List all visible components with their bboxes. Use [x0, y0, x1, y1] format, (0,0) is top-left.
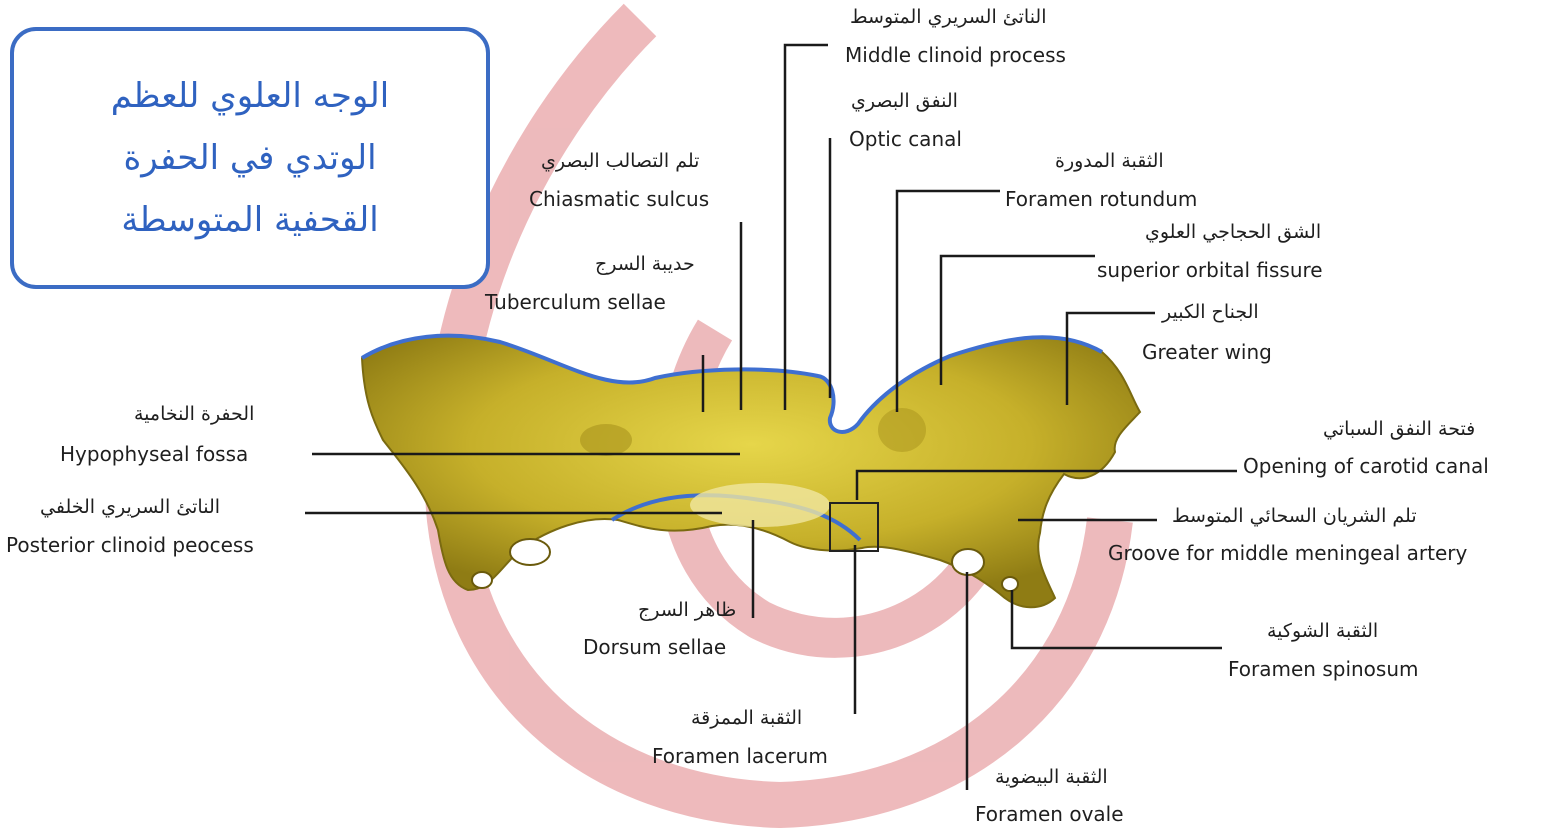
optic-canal-en: Optic canal [849, 129, 962, 149]
optic-canal-ar: النفق البصري [851, 92, 958, 111]
foramen-lacerum-en: Foramen lacerum [652, 746, 828, 766]
tuberculum-sellae-en: Tuberculum sellae [485, 292, 666, 312]
greater-wing-en: Greater wing [1142, 342, 1272, 362]
carotid-canal-ar: فتحة النفق السباتي [1323, 420, 1475, 439]
meningeal-groove-en: Groove for middle meningeal artery [1108, 543, 1467, 563]
greater-wing-ar: الجناح الكبير [1162, 303, 1259, 322]
title-line-3: القحفية المتوسطة [121, 189, 378, 251]
superior-orbital-fissure-ar: الشق الحجاجي العلوي [1145, 223, 1321, 242]
tuberculum-sellae-ar: حديبة السرج [595, 255, 695, 274]
meningeal-groove-ar: تلم الشريان السحائي المتوسط [1172, 507, 1417, 526]
foramen-lacerum-ar: الثقبة الممزقة [691, 709, 802, 728]
posterior-clinoid-en: Posterior clinoid peocess [6, 535, 254, 555]
posterior-clinoid-ar: الناتئ السريري الخلفي [40, 498, 220, 517]
chiasmatic-sulcus-ar: تلم التصالب البصري [541, 152, 699, 171]
title-box: الوجه العلوي للعظم الوتدي في الحفرة القح… [10, 27, 490, 289]
superior-orbital-fissure-en: superior orbital fissure [1097, 260, 1323, 280]
foramen-ovale-en: Foramen ovale [975, 804, 1124, 824]
dorsum-sellae-ar: ظاهر السرج [638, 601, 736, 620]
hypophyseal-fossa-ar: الحفرة النخامية [134, 405, 254, 424]
title-line-1: الوجه العلوي للعظم [111, 65, 389, 127]
middle-clinoid-en: Middle clinoid process [845, 45, 1066, 65]
foramen-ovale-ar: الثقبة البيضوية [995, 768, 1108, 787]
foramen-rotundum-ar: الثقبة المدورة [1055, 152, 1164, 171]
foramen-spinosum-en: Foramen spinosum [1228, 659, 1419, 679]
carotid-canal-en: Opening of carotid canal [1243, 456, 1489, 476]
hypophyseal-fossa-en: Hypophyseal fossa [60, 444, 248, 464]
dorsum-sellae-en: Dorsum sellae [583, 637, 726, 657]
leader-middle-clinoid [785, 45, 828, 410]
chiasmatic-sulcus-en: Chiasmatic sulcus [529, 189, 709, 209]
foramen-rotundum-en: Foramen rotundum [1005, 189, 1197, 209]
foramen-spinosum-ar: الثقبة الشوكية [1267, 622, 1378, 641]
middle-clinoid-ar: الناتئ السريري المتوسط [850, 8, 1047, 27]
title-line-2: الوتدي في الحفرة [123, 127, 376, 189]
